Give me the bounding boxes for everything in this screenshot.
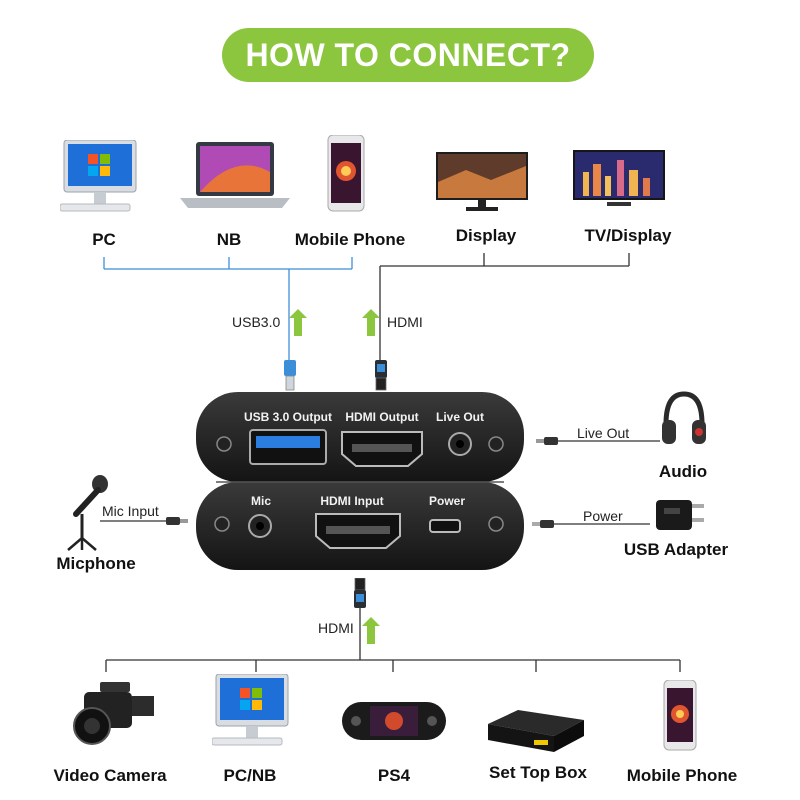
audio-jack-icon: [166, 517, 188, 525]
source-label-nb: NB: [216, 230, 242, 249]
hdmi-connector-icon: [354, 578, 366, 608]
mic-input-label: Mic Input: [102, 503, 159, 519]
tv-display-label: TV/Display: [584, 226, 672, 245]
capture-device: [196, 392, 524, 570]
hdmi-in-label: HDMI: [318, 620, 354, 636]
port-label-hdmi-output: HDMI Output: [345, 410, 419, 424]
display-label: Display: [455, 226, 517, 245]
headphones-icon: [662, 391, 706, 444]
audio-label: Audio: [658, 462, 708, 481]
usb-adapter-label: USB Adapter: [623, 540, 729, 559]
bottom-label-ps4: PS4: [377, 766, 411, 785]
set-top-box-icon: [488, 710, 584, 752]
port-label-usb-output: USB 3.0 Output: [243, 410, 333, 424]
power-label: Power: [583, 508, 623, 524]
usb-connector-icon: [284, 360, 296, 391]
desktop-pc-icon: [60, 140, 137, 212]
hdmi-out-label: HDMI: [387, 314, 423, 330]
microphone-icon: [67, 475, 108, 551]
audio-jack-icon: [536, 437, 558, 445]
video-camera-icon: [73, 682, 154, 745]
monitor-icon: [436, 152, 528, 211]
tv-icon: [573, 150, 665, 206]
source-label-mobile-phone: Mobile Phone: [294, 230, 406, 249]
handheld-console-icon: [342, 702, 446, 740]
bottom-label-mobile-phone: Mobile Phone: [626, 766, 738, 785]
mobile-phone-icon: [327, 135, 365, 212]
micro-usb-connector-icon: [532, 520, 554, 528]
laptop-icon: [180, 142, 290, 208]
usb-label: USB3.0: [232, 314, 281, 330]
source-label-pc: PC: [92, 230, 116, 249]
microphone-label: Micphone: [56, 554, 136, 573]
live-out-label: Live Out: [577, 425, 630, 441]
bottom-label-pc-nb: PC/NB: [223, 766, 277, 785]
port-label-live-out: Live Out: [435, 410, 485, 424]
hdmi-connector-icon: [375, 360, 387, 391]
desktop-pc-icon: [212, 674, 289, 746]
port-label-power: Power: [428, 494, 466, 508]
port-label-mic: Mic: [250, 494, 272, 508]
bottom-label-set-top-box: Set Top Box: [489, 763, 587, 782]
port-label-hdmi-input: HDMI Input: [320, 494, 384, 508]
mobile-phone-icon: [663, 680, 697, 751]
page-title: HOW TO CONNECT?: [222, 28, 594, 82]
bottom-label-video-camera: Video Camera: [53, 766, 167, 785]
usb-adapter-icon: [656, 500, 704, 530]
